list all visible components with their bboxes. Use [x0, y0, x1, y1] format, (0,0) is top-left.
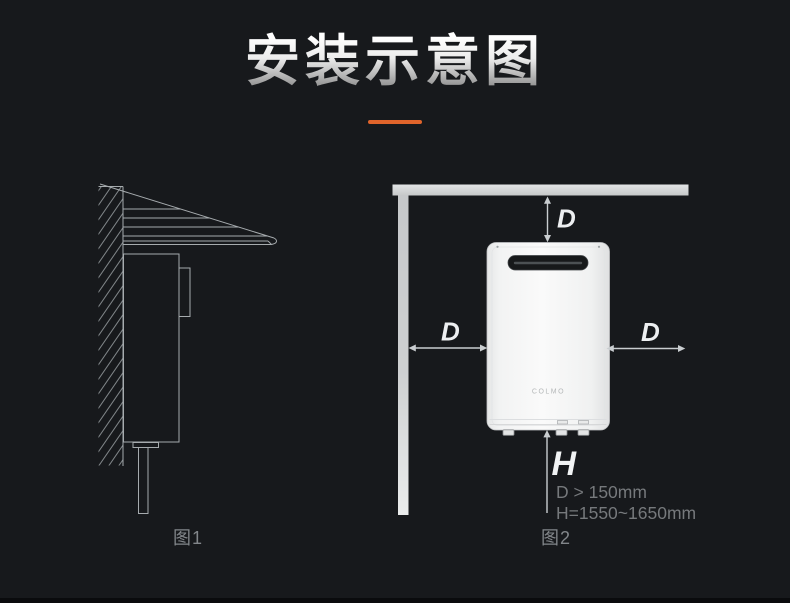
spec-height: H=1550~1650mm [556, 503, 696, 523]
brand-label: COLMO [532, 389, 565, 396]
water-heater-outline [123, 253, 180, 443]
water-heater: COLMO [486, 242, 610, 436]
flue-box [178, 267, 191, 317]
left-clearance-arrow [408, 344, 488, 352]
heater-bottom-tabs [502, 429, 590, 436]
awning [99, 183, 277, 246]
figure2-drawing: COLMO D D [392, 184, 696, 548]
height-arrow [543, 430, 551, 513]
figure1-drawing: 图1 [98, 183, 277, 548]
mounting-bracket [132, 442, 159, 448]
heater-inner-panel [491, 246, 605, 426]
heater-screws [496, 245, 601, 248]
left-clearance-label: D [441, 317, 460, 347]
wall-bar [398, 195, 409, 515]
top-clearance-label: D [557, 204, 576, 234]
height-label: H [552, 445, 578, 483]
heater-bottom-seam [489, 419, 607, 425]
figure2-caption: 图2 [541, 528, 571, 548]
ceiling-bar [392, 184, 689, 196]
drain-pipe [138, 447, 149, 514]
top-clearance-arrow [544, 196, 551, 243]
bottom-strip [0, 598, 790, 603]
spec-clearance: D > 150mm [556, 482, 647, 502]
right-clearance-arrow [606, 345, 686, 352]
right-clearance-label: D [641, 317, 660, 347]
heater-body [486, 242, 610, 431]
wall-hatch [98, 186, 123, 466]
title-divider [368, 120, 422, 124]
page-title: 安装示意图 [0, 30, 790, 93]
figure1-caption: 图1 [173, 528, 203, 548]
